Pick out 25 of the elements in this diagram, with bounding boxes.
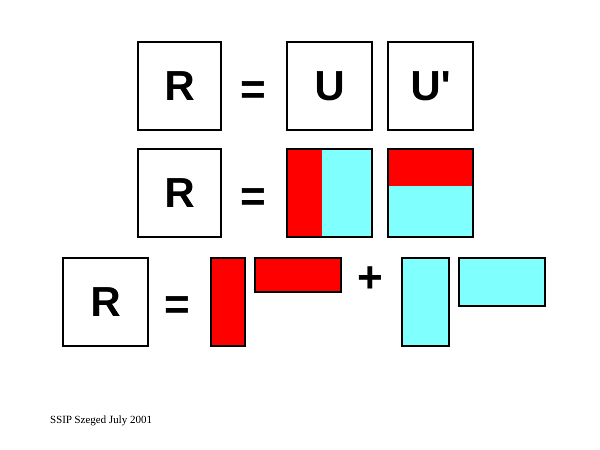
column-vector-bar [210, 257, 246, 347]
matrix-symbol: U' [410, 65, 451, 107]
row-vector-bar [458, 257, 546, 307]
matrix-symbol: U [314, 65, 345, 107]
matrix-box [137, 41, 222, 131]
row-block [389, 150, 472, 186]
matrix-box [62, 257, 149, 347]
matrix-symbol: R [90, 281, 121, 323]
matrix-block [387, 148, 474, 238]
matrix-box [387, 41, 474, 131]
column-block [288, 150, 322, 236]
matrix-block [389, 186, 472, 236]
row-vector-bar [254, 257, 342, 293]
plus-sign: + [357, 256, 383, 300]
equals-sign: = [164, 283, 190, 327]
matrix-box [286, 41, 373, 131]
equals-sign: = [240, 175, 266, 219]
matrix-block [322, 150, 371, 236]
matrix-symbol: R [164, 65, 195, 107]
equals-sign: = [240, 68, 266, 112]
matrix-block [286, 148, 373, 238]
matrix-symbol: R [164, 172, 195, 214]
matrix-box [137, 148, 222, 238]
column-vector-bar [401, 257, 450, 347]
footer-note: SSIP Szeged July 2001 [50, 414, 152, 426]
